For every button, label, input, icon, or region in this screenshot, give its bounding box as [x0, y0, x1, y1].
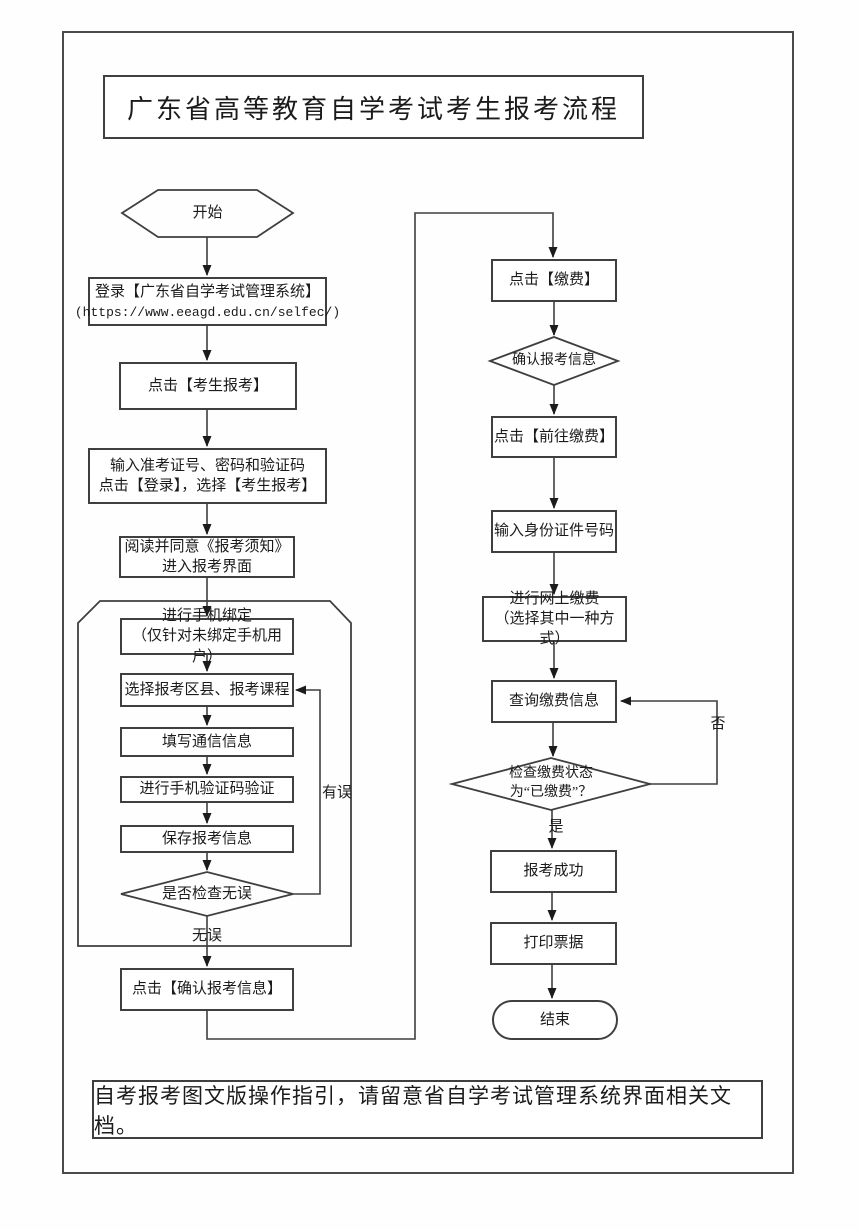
node-bind-phone: 进行手机绑定 （仅针对未绑定手机用户） — [120, 608, 294, 665]
node-enter-id: 输入身份证件号码 — [491, 510, 617, 553]
node-confirm-reg-info-label: 确认报考信息 — [512, 352, 596, 368]
node-start: 开始 — [122, 190, 293, 237]
node-save-info: 保存报考信息 — [120, 825, 294, 853]
node-read-notice: 阅读并同意《报考须知》 进入报考界面 — [119, 536, 295, 578]
node-end-label: 结束 — [539, 1011, 570, 1028]
node-check-correct: 是否检查无误 — [121, 872, 293, 916]
loop-container-shape — [77, 600, 352, 947]
node-click-register: 点击【考生报考】 — [119, 362, 297, 410]
node-click-pay: 点击【缴费】 — [491, 259, 617, 302]
page-title-text: 广东省高等教育自学考试考生报考流程 — [126, 94, 620, 124]
node-verify-phone-label: 进行手机验证码验证 — [139, 781, 275, 798]
confirm-reg-info-diamond-shape — [487, 336, 621, 386]
node-reg-success-label: 报考成功 — [523, 863, 584, 880]
node-print-receipt-label: 打印票据 — [523, 935, 584, 952]
node-bind-phone-label: 进行手机绑定 （仅针对未绑定手机用户） — [131, 608, 282, 665]
edge-label-no: 否 — [710, 716, 726, 732]
node-select-courses-label: 选择报考区县、报考课程 — [124, 681, 290, 698]
node-print-receipt: 打印票据 — [490, 922, 617, 965]
node-login-url: (https://www.eeagd.edu.cn/selfec/) — [74, 304, 341, 320]
node-online-pay: 进行网上缴费 （选择其中一种方式） — [482, 591, 627, 647]
node-start-label: 开始 — [192, 205, 223, 222]
node-click-register-label: 点击【考生报考】 — [147, 377, 268, 394]
page-title: 广东省高等教育自学考试考生报考流程 — [103, 75, 644, 139]
edge-label-yes: 是 — [548, 819, 564, 835]
page-border-frame — [62, 31, 794, 1174]
node-save-info-label: 保存报考信息 — [161, 830, 252, 847]
footer-note: 自考报考图文版操作指引，请留意省自学考试管理系统界面相关文档。 — [92, 1080, 763, 1139]
node-end: 结束 — [492, 1000, 618, 1040]
node-fill-contact: 填写通信信息 — [120, 727, 294, 757]
node-check-paid-label: 检查缴费状态 为“已缴费”？ — [509, 766, 593, 800]
footer-note-text: 自考报考图文版操作指引，请留意省自学考试管理系统界面相关文档。 — [94, 1083, 732, 1138]
edge-label-has-error: 有误 — [322, 785, 353, 801]
node-enter-credentials: 输入准考证号、密码和验证码 点击【登录】，选择【考生报考】 — [88, 448, 327, 504]
node-confirm-info-label: 点击【确认报考信息】 — [131, 981, 282, 998]
edge-label-no-error: 无误 — [191, 928, 223, 944]
node-enter-credentials-label: 输入准考证号、密码和验证码 点击【登录】，选择【考生报考】 — [98, 457, 317, 494]
node-goto-pay-label: 点击【前往缴费】 — [493, 428, 614, 445]
node-verify-phone: 进行手机验证码验证 — [120, 776, 294, 803]
node-check-correct-label: 是否检查无误 — [161, 885, 252, 902]
node-query-pay-label: 查询缴费信息 — [508, 693, 599, 710]
node-online-pay-label: 进行网上缴费 （选择其中一种方式） — [494, 590, 615, 648]
node-goto-pay: 点击【前往缴费】 — [491, 416, 617, 458]
node-confirm-info: 点击【确认报考信息】 — [120, 968, 294, 1011]
node-click-pay-label: 点击【缴费】 — [508, 272, 599, 289]
node-reg-success: 报考成功 — [490, 850, 617, 893]
node-login-label: 登录【广东省自学考试管理系统】 — [94, 283, 320, 300]
node-login: 登录【广东省自学考试管理系统】 (https://www.eeagd.edu.c… — [75, 277, 340, 326]
node-enter-id-label: 输入身份证件号码 — [493, 523, 614, 540]
node-read-notice-label: 阅读并同意《报考须知》 进入报考界面 — [124, 538, 290, 575]
node-fill-contact-label: 填写通信信息 — [161, 733, 252, 750]
node-query-pay: 查询缴费信息 — [491, 680, 617, 723]
start-hexagon-shape — [120, 189, 295, 238]
node-select-courses: 选择报考区县、报考课程 — [120, 673, 294, 707]
node-check-paid: 检查缴费状态 为“已缴费”？ — [452, 758, 650, 810]
node-confirm-reg-info: 确认报考信息 — [490, 337, 618, 385]
